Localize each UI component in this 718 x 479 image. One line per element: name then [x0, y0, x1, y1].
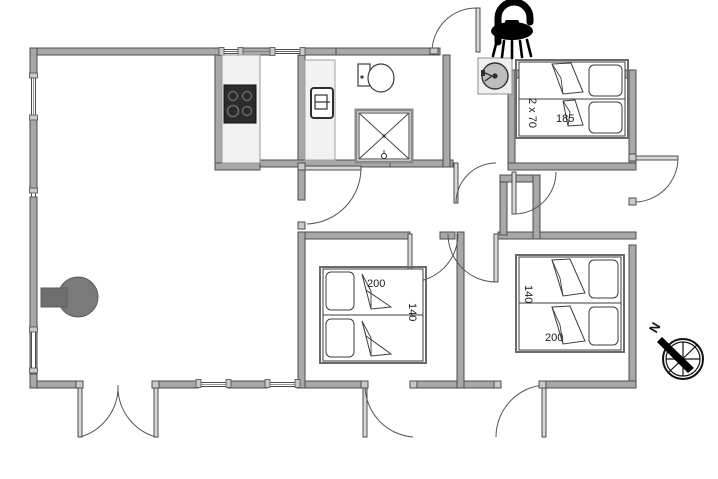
bedroom-left-furniture	[319, 266, 427, 364]
wood-stove-icon	[40, 276, 99, 318]
label-bedroom-right-length: 200	[545, 332, 564, 344]
bedroom-right-furniture	[515, 254, 625, 353]
interior-walls	[214, 54, 637, 389]
compass-rose	[657, 337, 704, 380]
shower-tray-icon	[354, 108, 414, 164]
door-bedroom-left-exterior	[360, 380, 418, 438]
label-bedroom-right-width: 140	[522, 285, 534, 304]
window-end-caps	[29, 47, 306, 388]
door-bedroom-right	[447, 233, 499, 283]
label-bunk-room-length: 185	[556, 113, 575, 125]
door-bedroom-right-exterior	[493, 380, 547, 438]
cooktop-icon	[223, 84, 257, 124]
door-utility-entry	[429, 7, 481, 55]
kitchen-counter-icon	[221, 54, 261, 164]
doors	[75, 7, 679, 438]
shower-head-icon	[491, 0, 534, 60]
wash-basin-icon	[304, 59, 336, 161]
door-right-exterior	[628, 153, 679, 206]
door-hallway-living	[297, 162, 362, 230]
windows	[31, 49, 303, 387]
label-bedroom-left-length: 200	[367, 278, 386, 290]
door-french-double	[75, 380, 160, 438]
label-bedroom-left-width: 140	[406, 303, 418, 322]
bunk-bedroom-furniture	[515, 59, 629, 139]
door-bathroom	[453, 162, 497, 204]
door-bunk-bedroom	[511, 171, 557, 215]
label-bunk-room-size: 2 x 70	[526, 98, 538, 128]
washing-machine-icon	[477, 57, 513, 95]
toilet-icon	[357, 63, 395, 93]
